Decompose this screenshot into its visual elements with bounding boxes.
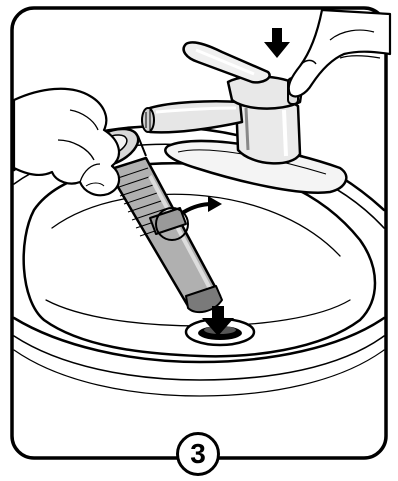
- step-number-badge: 3: [176, 432, 220, 476]
- step-number: 3: [190, 440, 206, 468]
